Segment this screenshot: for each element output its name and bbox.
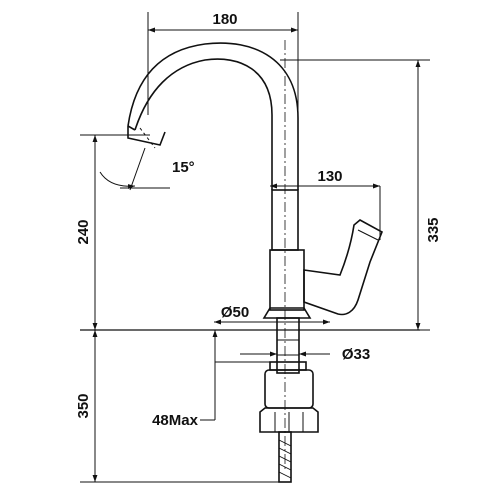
dimension-lines (80, 12, 430, 483)
lever-detail (357, 229, 379, 241)
spout-axis (139, 127, 156, 149)
mounting-nut (264, 369, 314, 409)
aerator (127, 126, 166, 146)
label-mount-length: 350 (75, 393, 92, 418)
dimension-labels: 180 15° 130 Ø50 Ø33 48Max 240 335 350 (75, 11, 442, 429)
label-body-diameter: Ø50 (221, 304, 249, 321)
label-lever-offset: 130 (317, 168, 342, 185)
lever (303, 219, 384, 316)
body (269, 249, 305, 311)
spout-tip (127, 125, 136, 131)
base-flange (262, 307, 312, 319)
spout-inner (127, 42, 299, 190)
mounting-washer (269, 361, 307, 371)
supply-hose (278, 431, 292, 483)
label-reach: 180 (212, 11, 237, 28)
faucet-outline (80, 40, 420, 483)
nut-base (259, 407, 319, 433)
angle-leader (129, 147, 146, 191)
label-spout-height: 240 (75, 219, 92, 244)
spout-outer (134, 58, 273, 190)
shank (276, 317, 300, 374)
label-max-thickness: 48Max (152, 412, 199, 429)
label-shank-diameter: Ø33 (342, 346, 370, 363)
label-angle: 15° (172, 159, 195, 176)
dim-15-arc (99, 171, 136, 189)
hose-braid (278, 439, 292, 479)
label-total-height: 335 (425, 217, 442, 242)
